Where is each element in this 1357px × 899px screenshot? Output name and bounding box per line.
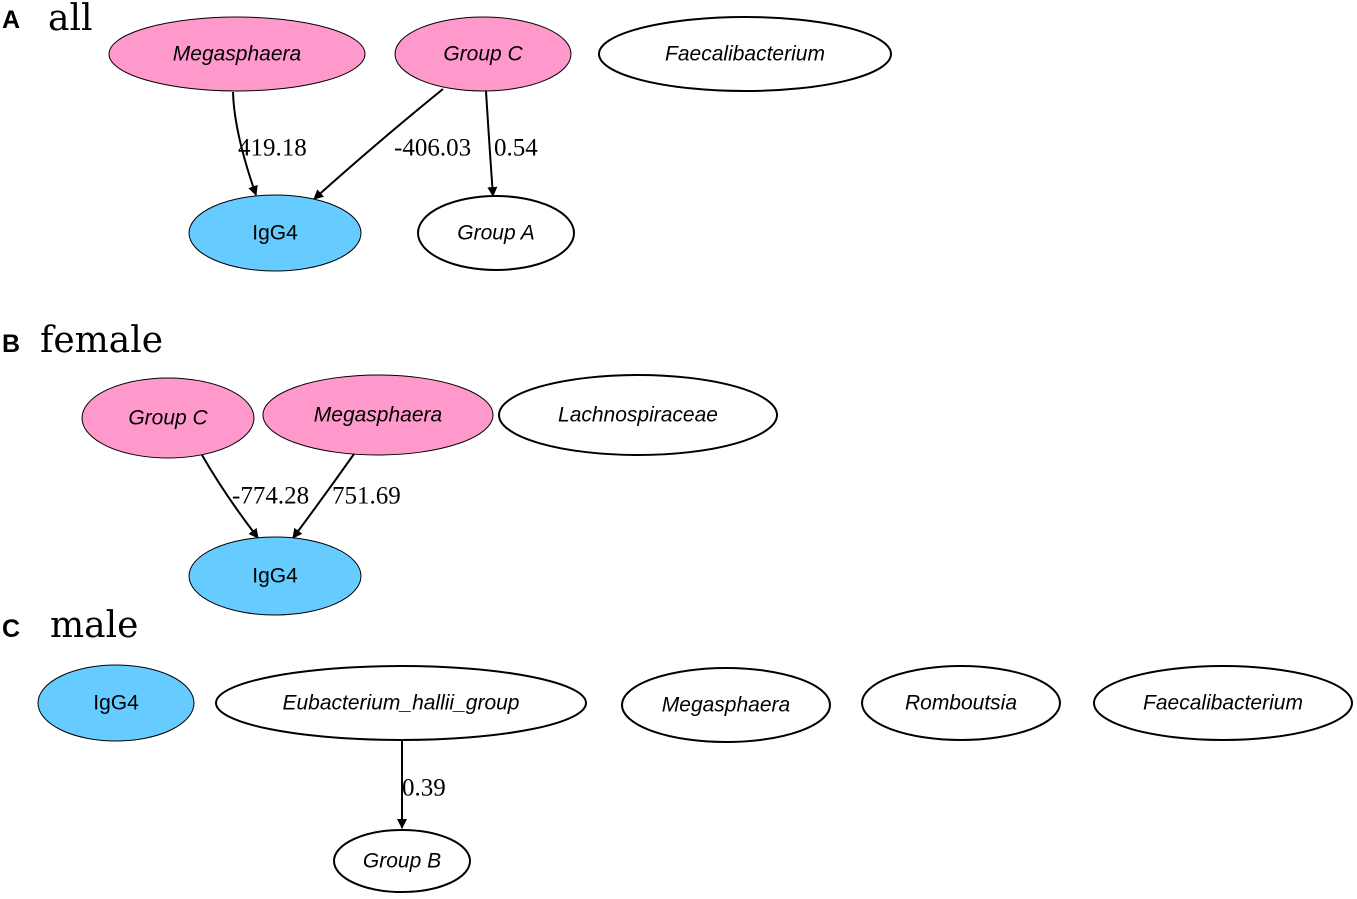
node-label: Megasphaera [314, 404, 442, 427]
node-label: Group C [443, 43, 523, 66]
panel-title: all [48, 0, 93, 39]
node-label: Megasphaera [173, 43, 301, 66]
node-groupa: Group A [417, 195, 575, 271]
panel-letter: B [2, 330, 20, 358]
node-label: Lachnospiraceae [558, 404, 718, 427]
node-ellipse [188, 536, 362, 616]
node-label: IgG4 [93, 692, 139, 715]
node-label: Megasphaera [662, 694, 790, 717]
node-ellipse [81, 377, 255, 459]
node-label: Group A [457, 222, 534, 245]
node-groupb: Group B [333, 829, 471, 893]
node-megasphaera: Megasphaera [262, 374, 494, 456]
node-groupc: Group C [394, 16, 572, 92]
panel-letter: C [2, 615, 20, 643]
node-label: Faecalibacterium [1143, 692, 1303, 715]
node-ellipse [1093, 665, 1353, 741]
node-label: IgG4 [252, 565, 298, 588]
edge-weight-label: 419.18 [238, 135, 307, 162]
node-ellipse [621, 667, 831, 743]
panel-title: male [50, 605, 138, 646]
node-ellipse [417, 195, 575, 271]
node-label: Romboutsia [905, 692, 1017, 715]
node-ellipse [394, 16, 572, 92]
edge-megasphaera-to-igg4 [232, 91, 258, 196]
node-groupc: Group C [81, 377, 255, 459]
edge-weight-label: 0.39 [402, 775, 446, 802]
node-eubacterium: Eubacterium_hallii_group [215, 665, 587, 741]
node-label: Eubacterium_hallii_group [283, 692, 520, 715]
node-megasphaera: Megasphaera [108, 16, 366, 92]
node-ellipse [262, 374, 494, 456]
edge-groupc-to-igg4 [313, 88, 444, 200]
node-label: Faecalibacterium [665, 43, 825, 66]
edge-weight-label: 751.69 [332, 483, 401, 510]
node-label: Group C [128, 407, 208, 430]
node-ellipse [598, 16, 892, 92]
node-megasphaera: Megasphaera [621, 667, 831, 743]
edge-groupc-to-igg4 [201, 454, 259, 539]
panel-letter: A [2, 6, 20, 34]
node-ellipse [498, 374, 778, 456]
node-faecalibacterium: Faecalibacterium [598, 16, 892, 92]
node-ellipse [215, 665, 587, 741]
node-ellipse [37, 664, 195, 742]
edge-groupc-to-groupa [485, 90, 498, 197]
node-igg4: IgG4 [188, 194, 362, 272]
node-igg4: IgG4 [37, 664, 195, 742]
panel-title: female [40, 320, 163, 361]
node-ellipse [188, 194, 362, 272]
edge-megasphaera-to-igg4 [292, 453, 355, 539]
node-faecalibacterium: Faecalibacterium [1093, 665, 1353, 741]
edge-weight-label: -774.28 [232, 483, 309, 510]
node-label: Group B [363, 850, 441, 873]
node-romboutsia: Romboutsia [861, 665, 1061, 741]
node-igg4: IgG4 [188, 536, 362, 616]
node-label: IgG4 [252, 222, 298, 245]
edge-weight-label: 0.54 [494, 135, 538, 162]
node-ellipse [108, 16, 366, 92]
edge-weight-label: -406.03 [394, 135, 471, 162]
node-ellipse [333, 829, 471, 893]
node-ellipse [861, 665, 1061, 741]
node-lachnospiraceae: Lachnospiraceae [498, 374, 778, 456]
